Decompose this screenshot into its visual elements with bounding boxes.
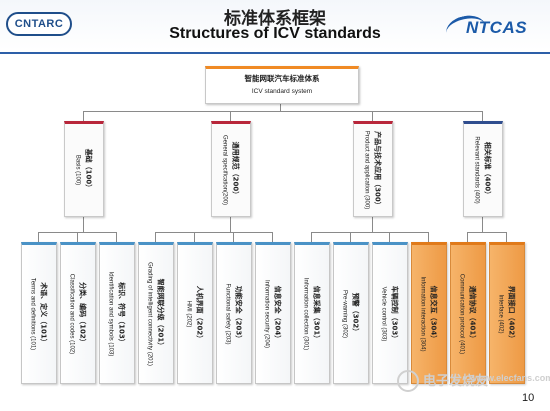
leaf-node-301: 信息采集（301）Information collection (301) <box>294 242 330 384</box>
stem-g2 <box>230 214 231 232</box>
drop-201 <box>155 232 156 242</box>
drop-103 <box>116 232 117 242</box>
leaf-node-103: 标识、符号（103）Identification and symbols (10… <box>99 242 135 384</box>
group-label-cn: 通用规范（200） <box>231 141 240 199</box>
group-label-en: Product and application (300) <box>363 130 370 210</box>
group-label-en: General specification(200) <box>221 134 228 206</box>
leaf-node-204: 信息安全（204）Information security (204) <box>255 242 291 384</box>
drop-203 <box>233 232 234 242</box>
connector-g3 <box>372 111 373 121</box>
title-chinese: 标准体系框架 <box>224 9 326 29</box>
leaf-label-en: Identification and symbols (103) <box>107 271 114 357</box>
group-label-cn: 基础（100） <box>84 148 93 192</box>
leaf-label-en: Vehicle control (303) <box>380 286 387 342</box>
level1-bus <box>83 111 482 112</box>
group-node-product: 产品与技术应用（300）Product and application (300… <box>353 121 393 217</box>
leaf-node-401: 通信协议（401）Communication protocol (401) <box>450 242 486 384</box>
leaf-label-en: Functional safety (203) <box>224 283 231 345</box>
watermark-url: www.elecfans.com <box>473 373 550 383</box>
drop-304 <box>428 232 429 242</box>
elecfans-logo-icon <box>397 370 419 392</box>
leaf-label-cn: 智能网联分级（201） <box>156 278 165 350</box>
header-divider <box>0 52 550 54</box>
watermark: 电子发烧友 www.elecfans.com <box>397 368 550 392</box>
leaf-node-302: 预警（302）Pre-warning (302) <box>333 242 369 384</box>
leaf-node-303: 车辆控制（303）Vehicle control (303) <box>372 242 408 384</box>
connector-g1 <box>83 111 84 121</box>
group-node-relevant: 相关标准（400）Relevant standards (400) <box>463 121 503 217</box>
leaf-label-en: Information security (204) <box>263 279 270 349</box>
group-label-en: Relevant standards (400) <box>473 136 480 204</box>
leaf-label-en: Information interaction (304) <box>419 276 426 352</box>
leaf-label-en: Pre-warning (302) <box>341 289 348 339</box>
drop-202 <box>194 232 195 242</box>
leaf-label-en: Communication protocol (401) <box>458 273 465 355</box>
drop-101 <box>38 232 39 242</box>
bus-g4 <box>467 232 507 233</box>
bus-g2 <box>155 232 273 233</box>
leaf-label-cn: 界面接口（402） <box>507 285 516 343</box>
leaf-label-cn: 功能安全（203） <box>234 285 243 343</box>
root-label-en: ICV standard system <box>251 88 313 95</box>
leaf-label-cn: 车辆控制（303） <box>390 285 399 343</box>
drop-302 <box>350 232 351 242</box>
leaf-label-cn: 术语、定义（101） <box>39 282 48 346</box>
ntcas-logo-text: NTCAS <box>466 18 528 37</box>
leaf-label-en: Grading of intelligent connectivity (201… <box>146 262 153 366</box>
stem-g4 <box>482 214 483 232</box>
cntarc-logo: CNTARC <box>6 12 72 36</box>
leaf-node-304: 信息交互（304）Information interaction (304) <box>411 242 447 384</box>
leaf-label-cn: 信息安全（204） <box>273 285 282 343</box>
drop-402 <box>506 232 507 242</box>
leaf-label-cn: 信息交互（304） <box>429 285 438 343</box>
leaf-node-101: 术语、定义（101）Terms and definitions (101) <box>21 242 57 384</box>
leaf-node-402: 界面接口（402）Interface (402) <box>489 242 525 384</box>
leaf-node-202: 人机界面（202）HMI (202) <box>177 242 213 384</box>
leaf-node-203: 功能安全（203）Functional safety (203) <box>216 242 252 384</box>
leaf-label-cn: 标识、符号（103） <box>117 282 126 346</box>
group-label-cn: 相关标准（400） <box>483 141 492 199</box>
group-label-en: Basis (100) <box>74 154 81 186</box>
drop-303 <box>389 232 390 242</box>
group-label-cn: 产品与技术应用（300） <box>373 131 382 209</box>
leaf-label-en: Classification and codes (102) <box>68 273 75 355</box>
leaf-label-cn: 分类、编码（102） <box>78 282 87 346</box>
connector-g2 <box>230 111 231 121</box>
leaf-label-cn: 人机界面（202） <box>195 285 204 343</box>
connector-g4 <box>482 111 483 121</box>
root-label-cn: 智能网联汽车标准体系 <box>244 74 320 83</box>
leaf-label-en: HMI (202) <box>185 300 192 328</box>
drop-401 <box>467 232 468 242</box>
group-node-general: 通用规范（200）General specification(200) <box>211 121 251 217</box>
bus-g3 <box>311 232 429 233</box>
ntcas-logo: NTCAS <box>443 12 542 47</box>
leaf-label-en: Information collection (301) <box>302 277 309 351</box>
root-node: 智能网联汽车标准体系 ICV standard system <box>205 66 359 104</box>
watermark-text: 电子发烧友 <box>423 374 489 389</box>
drop-102 <box>77 232 78 242</box>
drop-301 <box>311 232 312 242</box>
stem-g1 <box>83 214 84 232</box>
header-band <box>0 0 550 50</box>
leaf-label-en: Interface (402) <box>497 294 504 334</box>
drop-204 <box>272 232 273 242</box>
leaf-label-en: Terms and definitions (101) <box>29 277 36 351</box>
page-number: 10 <box>522 392 535 404</box>
group-node-basis: 基础（100）Basis (100) <box>64 121 104 217</box>
leaf-label-cn: 通信协议（401） <box>468 285 477 343</box>
title-english: Structures of ICV standards <box>169 25 381 42</box>
leaf-label-cn: 预警（302） <box>351 292 360 336</box>
leaf-node-201: 智能网联分级（201）Grading of intelligent connec… <box>138 242 174 384</box>
leaf-label-cn: 信息采集（301） <box>312 285 321 343</box>
root-stem <box>280 102 281 111</box>
leaf-node-102: 分类、编码（102）Classification and codes (102) <box>60 242 96 384</box>
stem-g3 <box>372 214 373 232</box>
